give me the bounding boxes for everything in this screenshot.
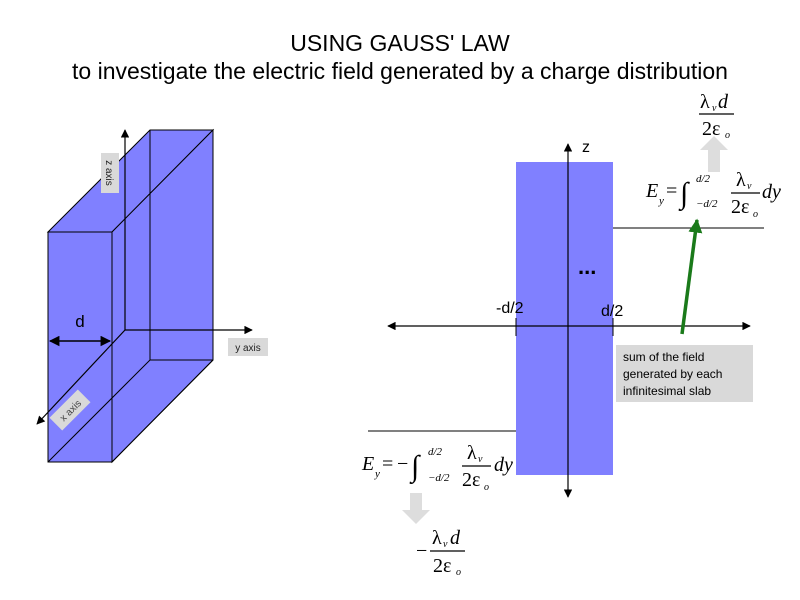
slab-hidden-edge — [47, 359, 151, 463]
result-right-num: λ — [700, 91, 710, 113]
result-right-num-sub: v — [712, 103, 717, 114]
eq-left-upper: d/2 — [428, 446, 443, 458]
result-right-den-sub: o — [725, 130, 730, 141]
eq-right-lhs-sub: y — [658, 195, 664, 207]
eq-left-den: 2ε — [462, 469, 480, 491]
right-bound-label: d/2 — [601, 303, 623, 320]
eq-left-sign: − — [397, 453, 408, 475]
slab-cross-section — [516, 162, 613, 475]
eq-left-num-sub: v — [478, 454, 483, 465]
eq-left-lhs-sub: y — [374, 468, 380, 480]
annotation-line-3: infinitesimal slab — [623, 384, 711, 398]
result-left-den-sub: o — [456, 567, 461, 578]
ellipsis: ... — [578, 254, 596, 279]
eq-right-den: 2ε — [731, 196, 749, 218]
eq-right-lhs: E — [645, 180, 658, 202]
up-result-arrow — [700, 136, 728, 172]
result-left-sign: − — [416, 540, 427, 562]
slab-edge — [111, 359, 214, 463]
result-left-num-sub: v — [443, 539, 448, 550]
annotation-line-2: generated by each — [623, 367, 722, 381]
annotation-line-1: sum of the field — [623, 350, 704, 364]
eq-left-num: λ — [467, 442, 477, 464]
eq-left-den-sub: o — [484, 482, 489, 493]
y-axis-label-box: y axis — [228, 338, 268, 356]
slab-3d — [46, 128, 215, 464]
result-right: λ v d 2ε o — [699, 91, 734, 141]
field-sum-arrow — [680, 218, 703, 335]
eq-right-lower: −d/2 — [696, 198, 718, 210]
thickness-label: d — [75, 312, 84, 331]
z-axis-label-box: z axis — [101, 153, 119, 193]
eq-right-num-sub: v — [747, 181, 752, 192]
result-right-den: 2ε — [702, 118, 720, 140]
equation-left: E y = − ∫ d/2 −d/2 λ v 2ε o dy — [361, 442, 513, 493]
title-line-1: USING GAUSS' LAW — [290, 30, 510, 56]
eq-right-integral: ∫ — [678, 177, 690, 212]
result-left: − λ v d 2ε o — [416, 527, 465, 578]
slab-front-face — [47, 231, 113, 463]
title-line-2: to investigate the electric field genera… — [72, 58, 728, 84]
eq-left-integral: ∫ — [409, 450, 421, 485]
left-bound-label: -d/2 — [496, 300, 524, 317]
eq-left-dy: dy — [494, 454, 513, 476]
eq-left-equals: = — [382, 453, 393, 475]
z-axis-label: z axis — [103, 160, 114, 186]
eq-left-lower: −d/2 — [428, 472, 450, 484]
equation-right: E y = ∫ d/2 −d/2 λ v 2ε o dy — [645, 169, 781, 220]
z-label: z — [582, 139, 590, 156]
annotation-box: sum of the field generated by each infin… — [616, 345, 753, 402]
down-result-arrow — [402, 493, 430, 524]
y-axis-label: y axis — [235, 343, 261, 354]
eq-right-equals: = — [666, 180, 677, 202]
eq-left-lhs: E — [361, 453, 374, 475]
result-left-d: d — [450, 527, 461, 549]
eq-right-upper: d/2 — [696, 173, 711, 185]
eq-right-num: λ — [736, 169, 746, 191]
eq-right-den-sub: o — [753, 209, 758, 220]
result-left-den: 2ε — [433, 555, 451, 577]
result-right-d: d — [718, 91, 729, 113]
result-left-num: λ — [432, 527, 442, 549]
eq-right-dy: dy — [762, 181, 781, 203]
